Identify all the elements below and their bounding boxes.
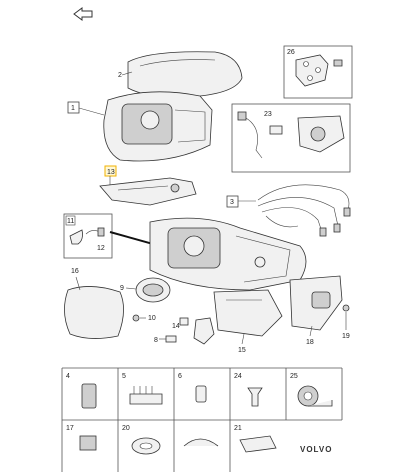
bulb-8 xyxy=(165,335,177,343)
grid-part-6 xyxy=(195,385,207,403)
grid-part-unlabeled xyxy=(183,438,219,447)
grid-label-5: 5 xyxy=(122,373,126,380)
callout-14: 14 xyxy=(172,323,180,330)
callout-1: 1 xyxy=(71,105,75,112)
grid-label-25: 25 xyxy=(290,373,298,380)
callout-9: 9 xyxy=(120,285,124,292)
parts-grid xyxy=(61,367,343,472)
callout-23: 23 xyxy=(264,111,272,118)
back-arrow-icon[interactable] xyxy=(73,7,93,21)
grid-part-17 xyxy=(79,435,97,451)
grid-label-6: 6 xyxy=(178,373,182,380)
callout-10: 10 xyxy=(148,315,156,322)
mirror-glass xyxy=(64,286,124,339)
turn-signal-highlighted-callout xyxy=(104,165,117,177)
grid-label-17: 17 xyxy=(66,425,74,432)
grid-part-25 xyxy=(297,385,333,407)
grid-part-24 xyxy=(247,387,263,407)
grid-label-20: 20 xyxy=(122,425,130,432)
grid-part-20 xyxy=(131,437,161,455)
lamp-housing xyxy=(289,275,343,331)
inset-box-23 xyxy=(231,103,351,173)
callout-15: 15 xyxy=(238,347,246,354)
grid-part-4 xyxy=(81,383,97,409)
grid-label-4: 4 xyxy=(66,373,70,380)
screw-10 xyxy=(132,314,140,322)
bracket xyxy=(193,317,215,345)
callout-18: 18 xyxy=(306,339,314,346)
callout-11: 11 xyxy=(67,218,74,225)
mirror-assembly-main xyxy=(149,217,307,291)
callout-12: 12 xyxy=(97,245,105,252)
callout-box-3 xyxy=(226,195,239,208)
callout-8: 8 xyxy=(154,337,158,344)
mirror-housing-upper xyxy=(103,91,213,162)
callout-19: 19 xyxy=(342,333,350,340)
wiring-harness xyxy=(257,184,351,237)
adjust-motor xyxy=(135,277,171,303)
grid-part-5 xyxy=(129,386,163,405)
lower-cover xyxy=(213,289,283,337)
grid-label-24: 24 xyxy=(234,373,242,380)
callout-2: 2 xyxy=(118,72,122,79)
callout-13: 13 xyxy=(107,169,115,176)
mirror-cover xyxy=(127,51,243,98)
callout-26: 26 xyxy=(287,49,295,56)
clip-14 xyxy=(179,317,189,326)
callout-3: 3 xyxy=(230,199,234,206)
grid-label-21: 21 xyxy=(234,425,242,432)
inset-box-11 xyxy=(63,213,113,259)
inset-box-26 xyxy=(283,45,353,99)
turn-signal-lamp xyxy=(99,177,197,206)
grid-part-21 xyxy=(239,435,277,453)
callout-16: 16 xyxy=(71,268,79,275)
brand-logo-text: VOLVO xyxy=(300,445,332,454)
screw-19 xyxy=(342,304,350,312)
